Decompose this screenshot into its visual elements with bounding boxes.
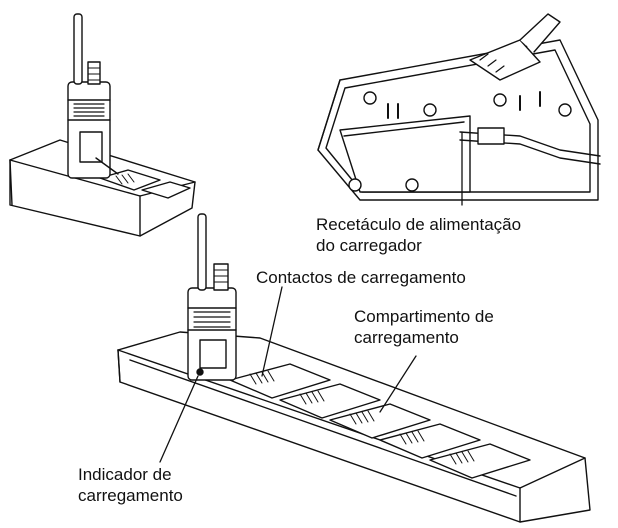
multi-unit-charger-illustration bbox=[117, 213, 591, 523]
label-power-receptacle: Recetáculo de alimentação do carregador bbox=[316, 214, 521, 256]
label-charging-contacts: Contactos de carregamento bbox=[256, 267, 466, 288]
leader-lines bbox=[159, 131, 463, 463]
label-charging-indicator-line2: carregamento bbox=[78, 486, 183, 505]
label-charging-pocket-line1: Compartimento de bbox=[354, 307, 494, 326]
small-charger-illustration bbox=[9, 13, 196, 237]
label-power-receptacle-line1: Recetáculo de alimentação bbox=[316, 215, 522, 234]
leader-charging-indicator bbox=[159, 375, 199, 463]
label-charging-contacts-line1: Contactos de carregamento bbox=[256, 268, 466, 287]
label-charging-indicator: Indicador de carregamento bbox=[78, 464, 183, 506]
leader-charging-pocket bbox=[379, 355, 417, 413]
label-charging-indicator-line1: Indicador de bbox=[78, 465, 172, 484]
label-power-receptacle-line2: do carregador bbox=[316, 236, 422, 255]
leader-charging-contacts bbox=[261, 286, 283, 377]
charger-underside-illustration bbox=[317, 13, 601, 201]
label-charging-pocket: Compartimento de carregamento bbox=[354, 306, 494, 348]
label-charging-pocket-line2: carregamento bbox=[354, 328, 459, 347]
